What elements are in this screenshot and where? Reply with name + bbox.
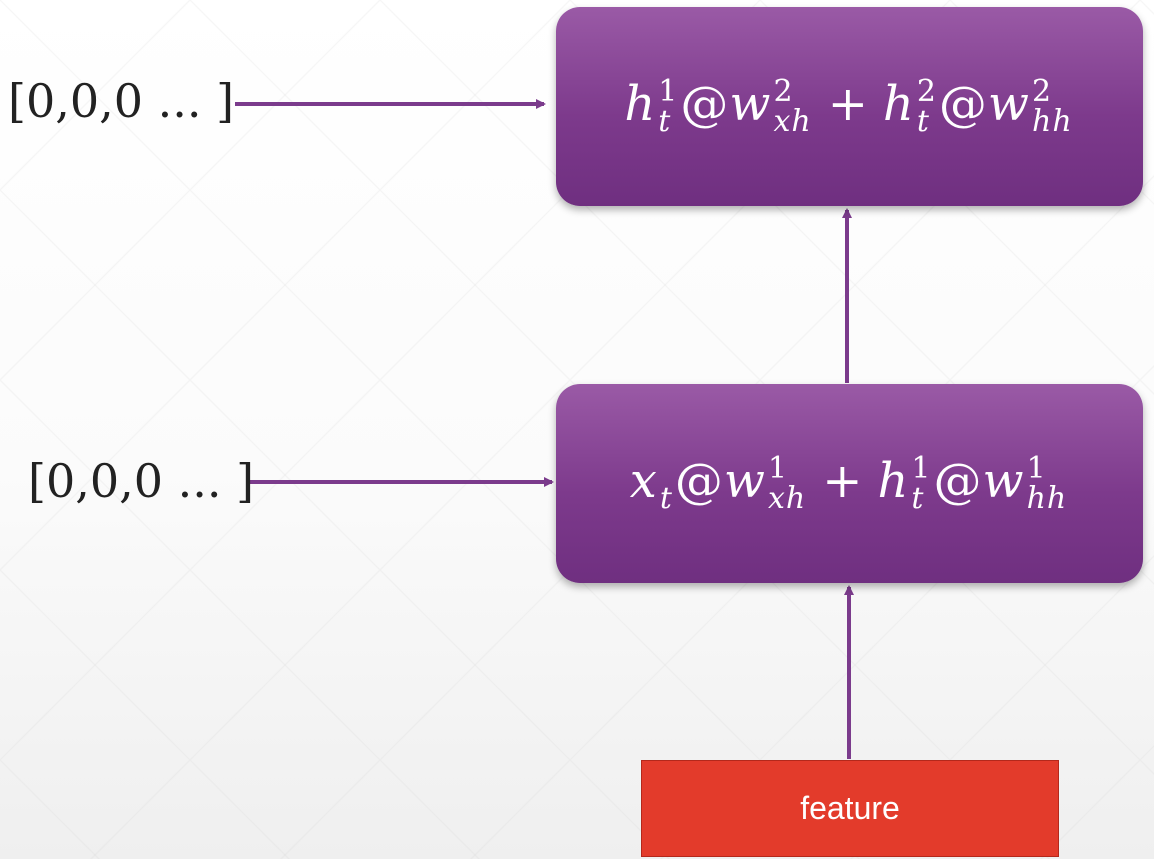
term-w1hh-sub: hh — [1026, 481, 1068, 517]
term-xt-scripts: t — [660, 454, 673, 514]
term-w1xh-sup: 1 — [768, 451, 789, 487]
at-symbol: @ — [938, 75, 988, 132]
term-w2hh-sub: hh — [1032, 104, 1073, 140]
term-xt-sub: t — [659, 481, 673, 517]
feature-box: feature — [641, 760, 1059, 857]
term-h2t-sub: t — [916, 104, 930, 140]
term-h1t-base: h — [877, 452, 910, 509]
term-h2t-sup: 2 — [916, 74, 937, 110]
at-symbol: @ — [933, 452, 983, 509]
term-xt-sup — [660, 454, 673, 484]
at-symbol: @ — [680, 75, 730, 132]
term-h1t-sup: 1 — [658, 74, 679, 110]
term-h1t-sub: t — [911, 481, 925, 517]
plus-symbol: + — [827, 75, 869, 132]
input-label-bottom: [0,0,0 ... ] — [28, 454, 255, 508]
term-w1xh-base: w — [723, 452, 766, 509]
term-w2xh-base: w — [729, 75, 772, 132]
plus-symbol: + — [822, 452, 864, 509]
term-h1t-sub: t — [658, 104, 672, 140]
term-w1hh-base: w — [982, 452, 1025, 509]
term-w2hh-sup: 2 — [1032, 74, 1053, 110]
term-w2xh-sub: xh — [773, 104, 812, 140]
term-w1hh-sup: 1 — [1026, 451, 1047, 487]
term-h1t-base: h — [624, 75, 657, 132]
term-w2xh-sup: 2 — [773, 74, 794, 110]
term-w1xh-sub: xh — [768, 481, 807, 517]
term-h1t-sup: 1 — [911, 451, 932, 487]
term-h2t-base: h — [882, 75, 915, 132]
feature-label: feature — [800, 790, 900, 826]
term-xt-base: x — [629, 452, 658, 509]
at-symbol: @ — [674, 452, 724, 509]
input-label-top: [0,0,0 ... ] — [8, 74, 235, 128]
term-w2hh-base: w — [987, 75, 1031, 132]
